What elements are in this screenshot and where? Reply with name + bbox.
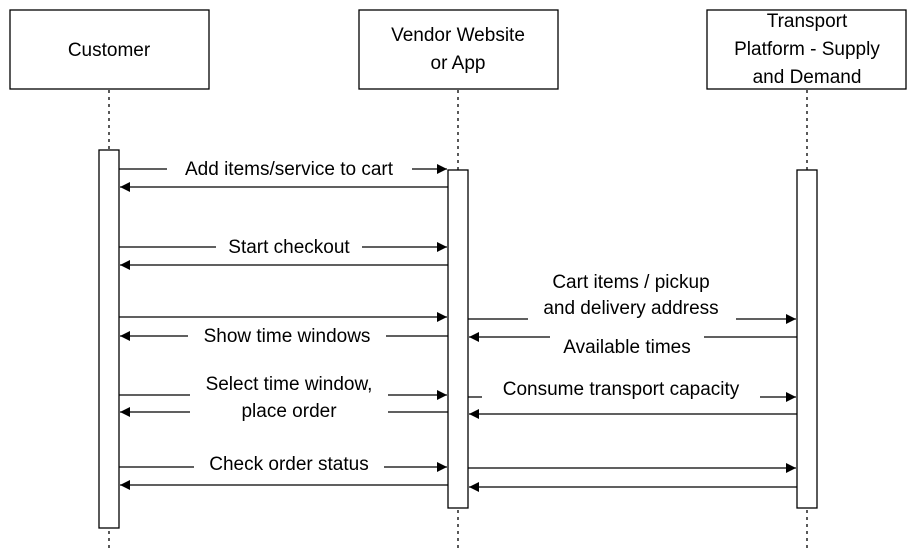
customer-label: Customer bbox=[68, 40, 151, 61]
vendor-label-line1: Vendor Website bbox=[391, 25, 525, 46]
message-check-order-status-label: Check order status bbox=[209, 454, 368, 475]
message-select-time-window-label-line1: Select time window, bbox=[206, 374, 373, 395]
customer-activation bbox=[98, 149, 120, 529]
message-start-checkout-label: Start checkout bbox=[228, 237, 350, 258]
message-available-times-label: Available times bbox=[563, 337, 690, 358]
message-show-time-windows-label: Show time windows bbox=[204, 326, 371, 347]
participant-transport: Transport Platform - Supply and Demand bbox=[706, 9, 907, 90]
participant-customer: Customer bbox=[9, 9, 210, 90]
vendor-activation bbox=[447, 169, 469, 509]
transport-activation bbox=[796, 169, 818, 509]
message-cart-items-label-line1: Cart items / pickup bbox=[552, 272, 709, 293]
transport-label-line1: Transport bbox=[767, 11, 848, 32]
message-consume-capacity-label: Consume transport capacity bbox=[503, 379, 740, 400]
vendor-label-line2: or App bbox=[431, 53, 486, 74]
transport-label-line2: Platform - Supply bbox=[734, 39, 880, 60]
message-add-items-label: Add items/service to cart bbox=[185, 159, 394, 180]
participant-vendor: Vendor Website or App bbox=[358, 9, 559, 90]
message-select-time-window-label-line2: place order bbox=[241, 401, 337, 422]
message-cart-items-label-line2: and delivery address bbox=[543, 298, 718, 319]
transport-label-line3: and Demand bbox=[753, 67, 862, 88]
